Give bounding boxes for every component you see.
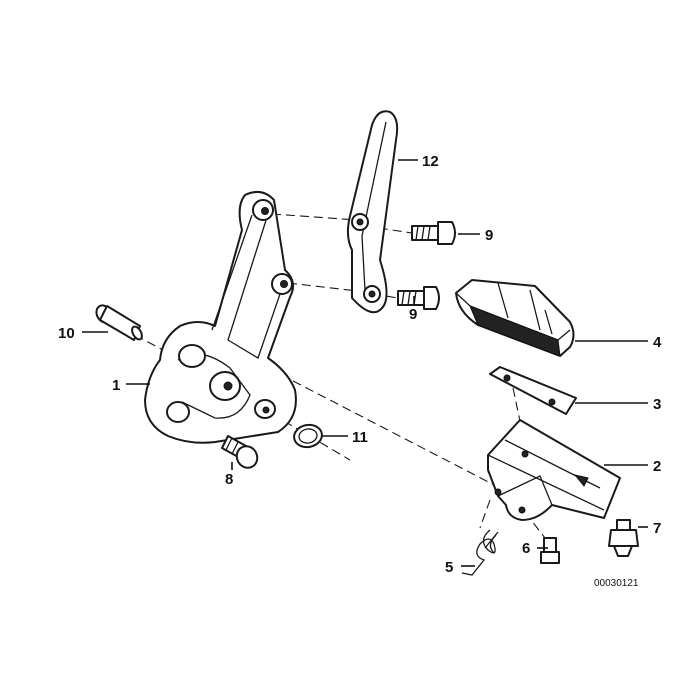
- part-12-upper-bracket: [346, 110, 399, 314]
- callout-12: 12: [422, 153, 439, 170]
- callout-10: 10: [58, 325, 75, 342]
- part-3-plate: [489, 366, 577, 415]
- part-10-pin: [95, 304, 143, 341]
- part-9-bolt-lower: [397, 286, 440, 310]
- callout-11: 11: [352, 429, 368, 446]
- part-4-rubber-pad: [455, 279, 575, 357]
- callout-9-lower: 9: [409, 306, 417, 323]
- callout-3: 3: [653, 396, 661, 413]
- callout-2: 2: [653, 458, 661, 475]
- callout-5: 5: [445, 559, 453, 576]
- part-2-footpeg: [487, 419, 621, 521]
- part-6-bolt: [540, 537, 560, 564]
- callout-9-upper: 9: [485, 227, 493, 244]
- part-5-spring: [461, 529, 499, 576]
- document-number: 00030121: [594, 578, 639, 589]
- callout-7: 7: [653, 520, 661, 537]
- part-8-bolt: [221, 435, 259, 469]
- part-9-bolt-upper: [411, 221, 456, 245]
- callout-6: 6: [522, 540, 530, 557]
- callout-8: 8: [225, 471, 233, 488]
- part-7-grease-nipple: [608, 519, 639, 557]
- callout-1: 1: [112, 377, 120, 394]
- part-1-footrest-bracket: [144, 190, 297, 444]
- part-11-circlip: [293, 423, 323, 449]
- leader-lines: [82, 159, 648, 567]
- callouts: 1 2 3 4 5 6 7 8 9 9 10 11 12: [58, 153, 662, 576]
- callout-4: 4: [653, 334, 662, 351]
